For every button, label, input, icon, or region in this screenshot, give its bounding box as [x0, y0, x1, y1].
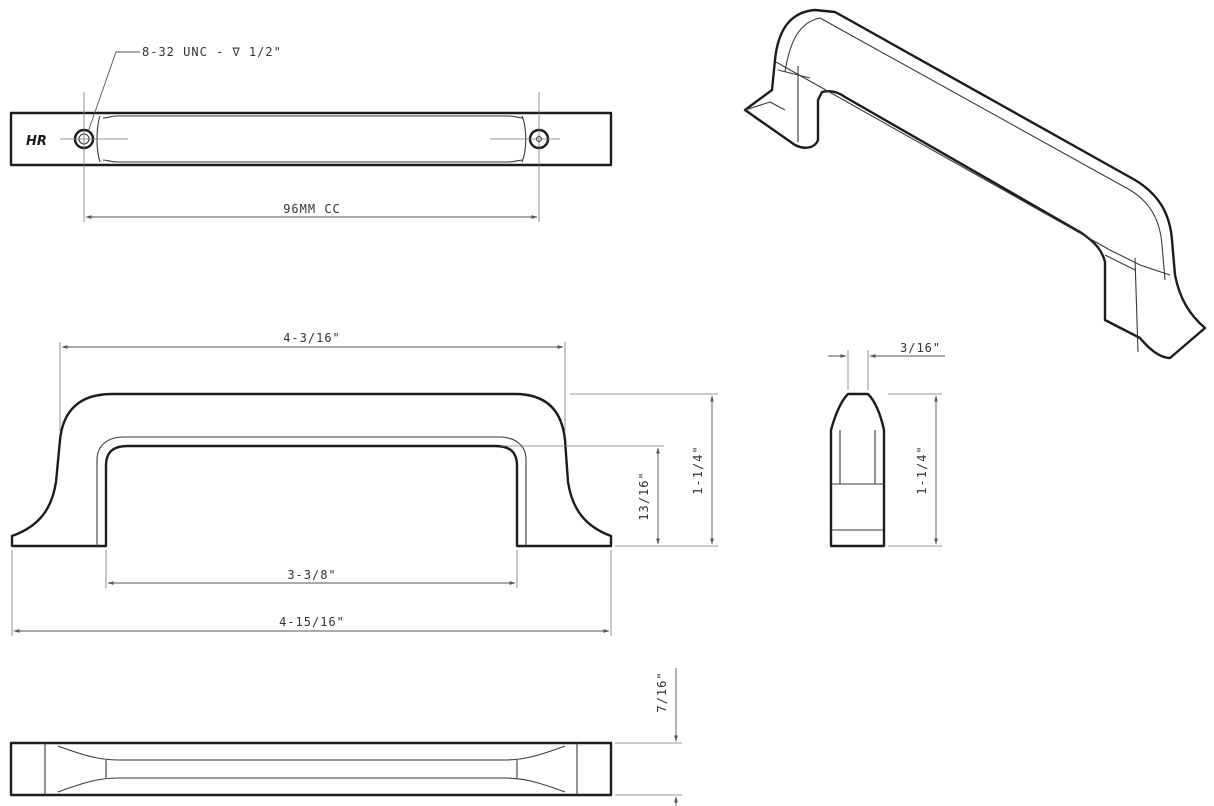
inner-height-label: 13/16": [637, 471, 651, 520]
height-dimension-label: 1-1/4": [691, 445, 705, 494]
iso-right-leg-edge: [1134, 257, 1139, 353]
overall-length-label: 4-15/16": [279, 615, 345, 629]
cc-dimension-label: 96MM CC: [283, 202, 341, 216]
thread-callout-label: 8-32 UNC - ∇ 1/2": [142, 45, 282, 59]
top-view-outline: [9, 111, 613, 167]
iso-left-foot: [744, 101, 786, 111]
top-view-upper-taper: [102, 115, 524, 119]
top-view-lower-taper: [102, 159, 524, 163]
iso-right-leg-top: [1104, 254, 1136, 271]
front-view: 4-3/16" 1-1/4" 13/16" 3-3/8" 4-15/16": [10, 331, 718, 636]
depth-label: 7/16": [655, 671, 669, 712]
bottom-view-lower-groove: [57, 777, 566, 793]
top-view: HR 8-32 UNC - ∇ 1/2" 96MM CC: [9, 45, 613, 222]
iso-top-edge: [784, 17, 1166, 281]
overall-top-length-label: 4-3/16": [283, 331, 341, 345]
iso-outline: [743, 8, 1207, 360]
inner-span-label: 3-3/8": [287, 568, 336, 582]
bottom-view-outline: [9, 741, 613, 797]
side-view: 3/16" 1-1/4": [828, 341, 945, 548]
side-view-outline: [829, 392, 886, 548]
side-width-label: 3/16": [900, 341, 941, 355]
bottom-view-upper-groove: [57, 745, 566, 761]
front-view-outline: [10, 392, 613, 548]
front-view-inner-edge: [96, 436, 527, 546]
thread-callout-leader: [87, 51, 140, 133]
bottom-view: 7/16": [9, 668, 682, 806]
side-height-label: 1-1/4": [915, 445, 929, 494]
iso-mid-edge: [775, 61, 1171, 276]
iso-left-leg-top: [777, 69, 811, 79]
brand-logo: HR: [26, 134, 47, 149]
isometric-view: [743, 8, 1207, 360]
